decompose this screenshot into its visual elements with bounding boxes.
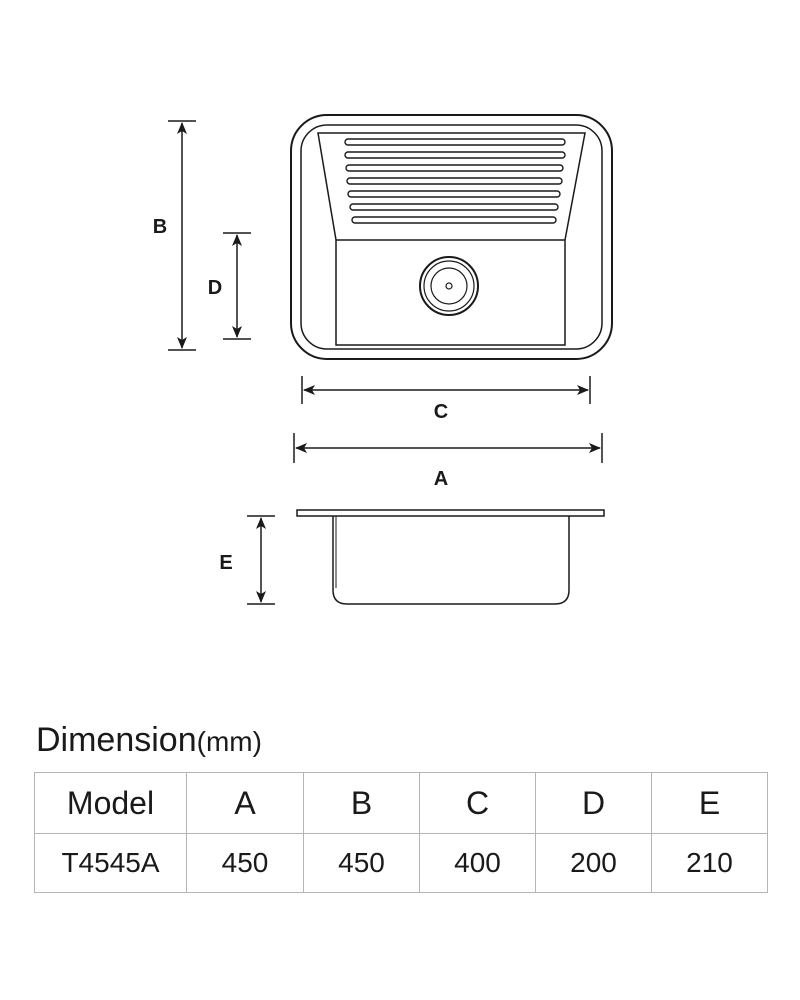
dimension-e-label: E <box>219 552 232 574</box>
cell-b: 450 <box>303 833 420 893</box>
dimension-a <box>293 433 603 463</box>
dimension-b <box>168 120 196 351</box>
table-row: T4545A 450 450 400 200 210 <box>34 833 768 893</box>
table-header-row: Model A B C D E <box>34 772 768 834</box>
sink-top-view <box>290 114 613 360</box>
header-b: B <box>303 772 420 834</box>
cell-d: 200 <box>535 833 652 893</box>
dimension-unit: (mm) <box>196 726 262 757</box>
dimension-a-label: A <box>434 468 448 490</box>
header-e: E <box>651 772 768 834</box>
sink-diagram: B D C A E <box>153 114 613 605</box>
dimension-d-label: D <box>208 277 222 299</box>
sink-inner-rim <box>300 124 603 350</box>
sink-side-basin <box>332 516 570 605</box>
dimension-c-label: C <box>434 401 448 423</box>
dimension-title-text: Dimension <box>36 721 197 759</box>
dimension-e <box>247 515 275 605</box>
sink-side-rim <box>296 509 605 517</box>
cell-e: 210 <box>651 833 768 893</box>
cell-c: 400 <box>419 833 536 893</box>
sink-outer-rim <box>290 114 613 360</box>
cell-a: 450 <box>186 833 304 893</box>
cell-model: T4545A <box>34 833 187 893</box>
header-d: D <box>535 772 652 834</box>
header-model: Model <box>34 772 187 834</box>
header-c: C <box>419 772 536 834</box>
sink-side-view <box>296 509 605 605</box>
dimension-title: Dimension(mm) <box>36 720 262 762</box>
header-a: A <box>186 772 304 834</box>
dimension-table: Model A B C D E T4545A 450 450 400 200 2… <box>34 772 768 893</box>
washboard-ribs <box>344 138 566 224</box>
dimension-d <box>223 232 251 340</box>
dimension-c <box>301 376 591 404</box>
dimension-b-label: B <box>153 216 167 238</box>
drain-icon <box>419 256 479 316</box>
